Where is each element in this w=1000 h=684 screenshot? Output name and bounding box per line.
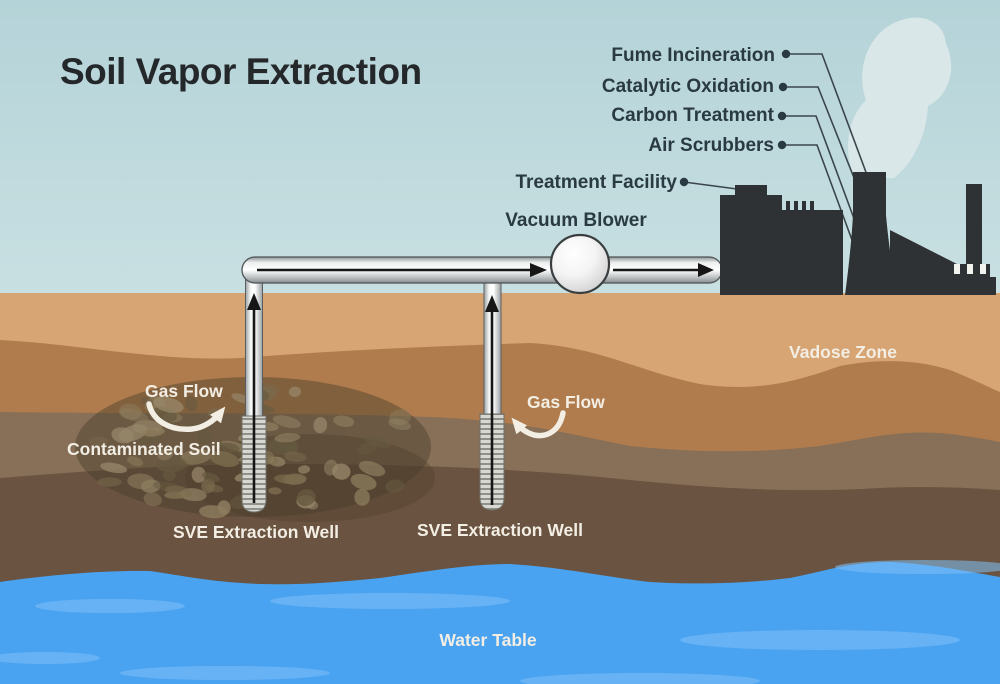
label-gas-flow-left: Gas Flow: [145, 381, 223, 401]
factory-cooling-tower: [845, 172, 897, 295]
label-leader-lines: [683, 53, 871, 241]
label-vacuum-blower: Vacuum Blower: [505, 210, 647, 231]
gas-flow-arrow-right: [511, 410, 566, 439]
vacuum-blower-circle: [549, 233, 611, 295]
water-highlights: [0, 560, 1000, 684]
label-treatment-facility: Treatment Facility: [515, 172, 677, 193]
label-sve-well-left: SVE Extraction Well: [173, 522, 339, 542]
factory-windows: [954, 264, 986, 274]
label-fume-incineration: Fume Incineration: [611, 45, 775, 66]
label-dots: [679, 49, 791, 187]
water-body: [0, 562, 1000, 684]
treatment-chain-labels: Fume Incineration Catalytic Oxidation Ca…: [515, 45, 775, 193]
label-gas-flow-right: Gas Flow: [527, 392, 605, 412]
label-carbon-treatment: Carbon Treatment: [611, 105, 774, 126]
label-air-scrubbers: Air Scrubbers: [648, 135, 774, 156]
label-contaminated-soil: Contaminated Soil: [67, 439, 221, 459]
flow-arrows: [247, 263, 714, 505]
gas-flow-arrow-left: [146, 401, 226, 432]
label-water-table: Water Table: [439, 630, 537, 650]
label-vadose-zone: Vadose Zone: [789, 342, 897, 362]
page-title: Soil Vapor Extraction: [60, 51, 422, 92]
label-sve-well-right: SVE Extraction Well: [417, 520, 583, 540]
factory-main-building: [720, 185, 843, 295]
treatment-facility-silhouette: [720, 172, 996, 295]
water-table-zone: [0, 560, 1000, 684]
gas-flow-arrows: [146, 401, 566, 439]
smoke-plume: [848, 17, 952, 178]
label-catalytic-oxidation: Catalytic Oxidation: [602, 76, 774, 97]
